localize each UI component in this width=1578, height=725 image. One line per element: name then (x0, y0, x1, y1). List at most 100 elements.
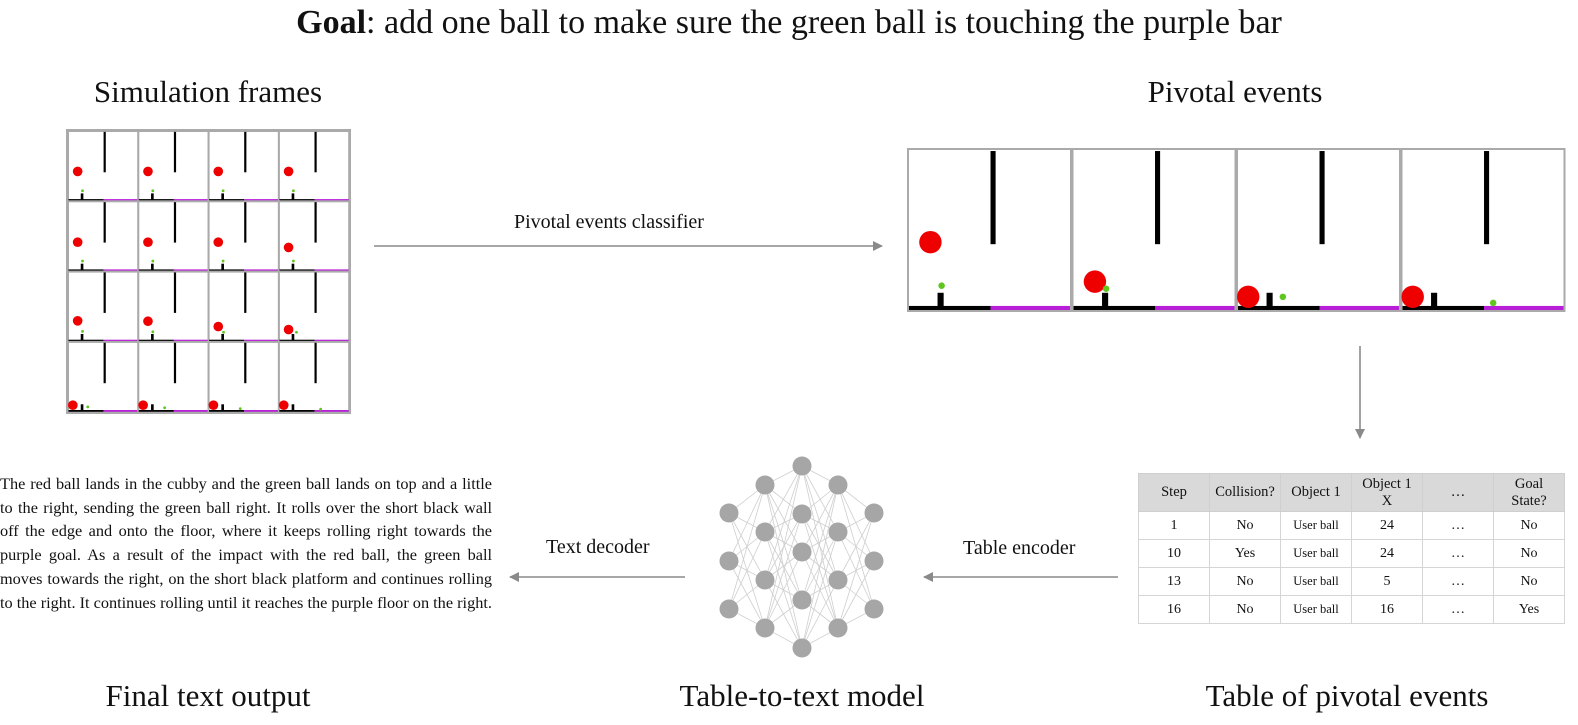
nn-edge (728, 484, 766, 562)
nn-edge (837, 484, 875, 562)
black-floor (1238, 305, 1320, 310)
table-cell: 5 (1351, 567, 1423, 596)
short-black-wall (80, 404, 84, 411)
nn-node (755, 475, 775, 495)
table-cell: No (1209, 511, 1281, 540)
nn-node (755, 570, 775, 590)
purple-goal-bar (244, 339, 279, 342)
green-ball (81, 189, 84, 193)
scene-frame (137, 130, 210, 203)
goal-title: Goal: add one ball to make sure the gree… (0, 4, 1578, 42)
purple-goal-bar (314, 199, 349, 201)
nn-node (792, 504, 812, 524)
vertical-wall (990, 151, 996, 245)
scene-frame (207, 200, 280, 273)
scene-frame (67, 200, 140, 273)
short-black-wall (221, 263, 224, 270)
vertical-wall (244, 272, 247, 313)
nn-node (792, 590, 812, 610)
goal-text: : add one ball to make sure the green ba… (366, 4, 1282, 41)
scene-frame (1071, 148, 1237, 312)
black-floor (68, 339, 104, 342)
table-cell: User ball (1280, 567, 1352, 596)
purple-goal-bar (103, 269, 138, 272)
nn-node (719, 551, 739, 571)
table-cell: No (1209, 595, 1281, 624)
black-floor (138, 269, 174, 272)
black-floor (279, 199, 315, 201)
scene-frame (277, 130, 351, 203)
purple-goal-bar (1484, 305, 1564, 310)
red-ball (1237, 285, 1260, 309)
nn-edge (764, 513, 803, 629)
nn-node (828, 570, 848, 590)
final-text-output: The red ball lands in the cubby and the … (0, 474, 492, 612)
purple-goal-bar (1319, 305, 1399, 310)
green-ball (163, 406, 167, 410)
green-ball (938, 282, 945, 289)
nn-edge (764, 465, 803, 533)
black-floor (138, 339, 174, 342)
green-ball (295, 330, 298, 334)
scene-frame (137, 200, 210, 273)
classifier-label: Pivotal events classifier (514, 211, 704, 233)
red-ball (208, 400, 219, 411)
vertical-wall (103, 131, 106, 173)
vertical-wall (244, 342, 247, 384)
purple-goal-bar (990, 305, 1070, 310)
goal-bold: Goal (296, 4, 367, 41)
purple-goal-bar (244, 199, 279, 201)
header-ellipsis: … (1422, 473, 1494, 512)
green-ball (1102, 285, 1110, 292)
vertical-wall (173, 131, 177, 173)
table-cell: 24 (1351, 539, 1423, 568)
red-ball (283, 166, 294, 177)
table-cell: … (1422, 511, 1494, 540)
nn-edge (764, 465, 803, 581)
vertical-wall (244, 202, 247, 243)
vertical-wall (1484, 151, 1490, 245)
pivotal-events-frames (907, 148, 1566, 312)
frame-border (137, 270, 210, 343)
purple-goal-bar (244, 269, 279, 272)
table-header-row: Step Collision? Object 1 Object 1 X … Go… (1138, 473, 1565, 512)
scene-frame (137, 340, 210, 414)
table-cell: 16 (1351, 595, 1423, 624)
nn-edge (837, 512, 875, 581)
vertical-wall (314, 272, 317, 313)
red-ball (1083, 270, 1107, 293)
green-ball (81, 329, 84, 333)
purple-goal-bar (173, 410, 209, 412)
frame-border (137, 200, 210, 273)
red-ball (283, 324, 294, 335)
scene-frame (277, 340, 351, 414)
header-goal-state: Goal State? (1493, 473, 1565, 512)
nn-node (864, 551, 884, 571)
black-floor (209, 410, 245, 412)
frame-border (67, 270, 140, 343)
table-to-text-model-heading: Table-to-text model (679, 678, 925, 713)
nn-edge (837, 560, 875, 629)
black-floor (68, 199, 104, 201)
black-floor (68, 410, 104, 412)
red-ball (1401, 285, 1424, 309)
nn-edge (801, 531, 839, 649)
vertical-wall (244, 131, 247, 173)
nn-edge (728, 484, 766, 610)
green-ball (151, 189, 155, 193)
nn-edge (764, 465, 803, 629)
scene-frame (207, 340, 280, 414)
vertical-wall (1155, 151, 1161, 245)
purple-goal-bar (103, 339, 138, 342)
scene-frame (67, 270, 140, 343)
green-ball (238, 407, 242, 411)
nn-node (792, 638, 812, 658)
short-black-wall (151, 404, 154, 411)
green-ball (319, 407, 323, 411)
frame-border (907, 148, 1072, 312)
nn-edge (837, 512, 875, 629)
table-cell: 24 (1351, 511, 1423, 540)
nn-node (719, 599, 739, 619)
nn-node (828, 522, 848, 542)
